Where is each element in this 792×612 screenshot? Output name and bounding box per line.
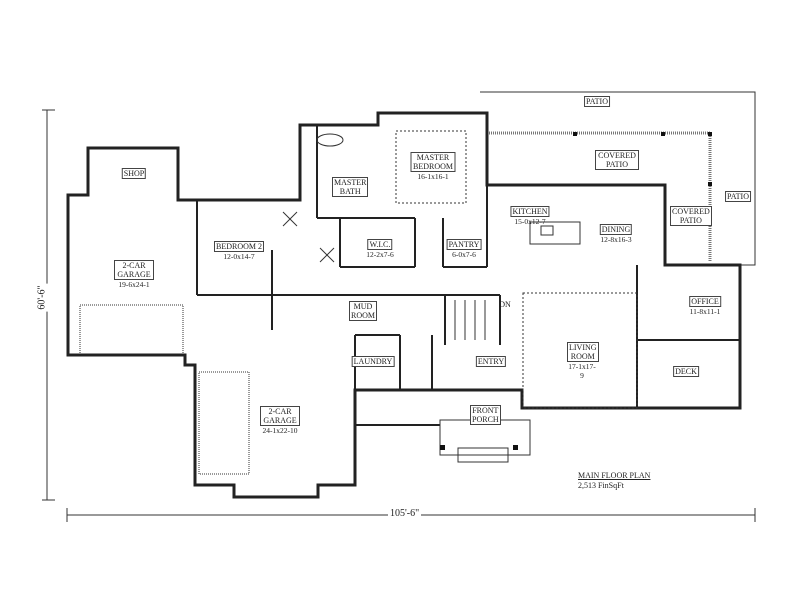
overall-depth-dimension: 60'-6" xyxy=(36,283,48,312)
plan-title-block: MAIN FLOOR PLAN 2,513 FinSqFt xyxy=(578,471,650,491)
room-wic[interactable]: W.I.C.12-2x7-6 xyxy=(366,239,394,259)
interior-walls xyxy=(196,125,740,426)
room-patio-side[interactable]: PATIO xyxy=(725,191,751,202)
room-master-bath[interactable]: MASTER BATH xyxy=(332,177,369,197)
room-entry[interactable]: ENTRY xyxy=(475,356,507,367)
room-deck[interactable]: DECK xyxy=(673,366,699,377)
sink-icon xyxy=(540,225,554,236)
bathtub-icon xyxy=(316,133,344,147)
room-mud-room[interactable]: MUD ROOM xyxy=(349,301,377,321)
plan-title: MAIN FLOOR PLAN xyxy=(578,471,651,480)
room-laundry[interactable]: LAUNDRY xyxy=(351,356,395,367)
room-covered-patio-side[interactable]: COVERED PATIO xyxy=(670,206,712,226)
exterior-walls xyxy=(66,111,742,499)
stairs-down-label: DN xyxy=(499,300,511,309)
overall-width-dimension: 105'-6" xyxy=(388,508,422,519)
room-covered-patio[interactable]: COVERED PATIO xyxy=(595,150,639,170)
patio-outline xyxy=(480,91,756,266)
plan-area: 2,513 FinSqFt xyxy=(578,481,624,490)
room-patio-rear[interactable]: PATIO xyxy=(584,96,610,107)
room-shop[interactable]: SHOP xyxy=(121,168,147,179)
room-front-porch[interactable]: FRONT PORCH xyxy=(470,405,501,425)
kitchen-island xyxy=(529,221,581,245)
tray-ceiling xyxy=(395,130,467,204)
